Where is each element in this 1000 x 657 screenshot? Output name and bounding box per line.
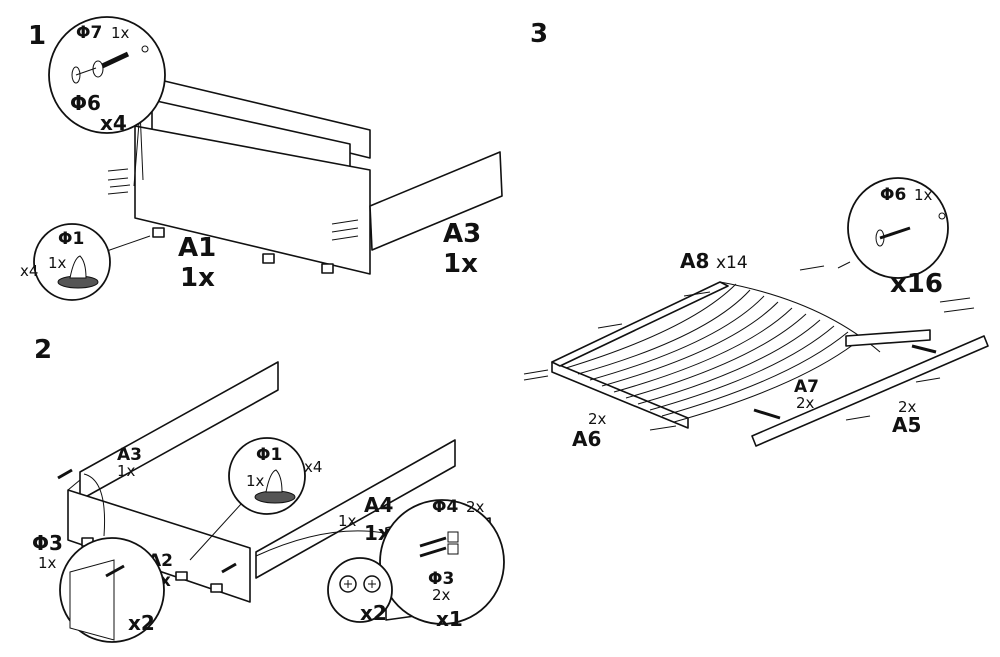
cam-screw-icon xyxy=(69,559,125,641)
pad-part-code: Φ1 xyxy=(58,229,84,249)
part-a3-code: A3 xyxy=(443,219,481,249)
foot-board-a2 xyxy=(67,489,251,603)
bolt-detail-circle xyxy=(379,499,505,625)
bolt-part-qty: 2x xyxy=(466,498,485,516)
dowel-icon xyxy=(71,66,97,84)
cam2-part-code: Φ3 xyxy=(428,569,454,589)
step-number: 2 xyxy=(34,335,52,365)
cam-part-code: Φ3 xyxy=(32,531,63,555)
dowel-part-code: Φ6 xyxy=(70,91,101,115)
a6-code: A6 xyxy=(572,427,601,451)
step-2: 2 A3 1x Φ1 1x x4 xyxy=(32,335,505,643)
a4-small-qty: 1x xyxy=(338,512,357,530)
left-detail-count: x2 xyxy=(128,611,155,635)
side-rail-a4 xyxy=(255,439,456,579)
pad-count: x4 xyxy=(20,262,38,280)
slat-code: A8 xyxy=(680,249,709,273)
dowel-icon xyxy=(875,212,946,247)
a5-qty: 2x xyxy=(898,398,917,416)
slat-qty: x14 xyxy=(716,253,748,273)
a3-code: A3 xyxy=(117,445,142,465)
pad-part-code: Φ1 xyxy=(256,445,282,465)
side-rail-a6 xyxy=(551,361,689,429)
a4-code: A4 xyxy=(364,493,393,517)
a7-code: A7 xyxy=(794,377,819,397)
panel-feet xyxy=(152,227,334,274)
step-1: 1 xyxy=(20,16,503,301)
cam-lock-icon xyxy=(339,575,381,593)
dowel-detail-circle xyxy=(847,177,949,279)
pad-part-qty: 1x xyxy=(48,254,67,272)
pad-count: x4 xyxy=(304,458,322,476)
felt-pad-icon xyxy=(57,255,99,289)
slats-a8 xyxy=(565,281,881,423)
part-a3-qty: 1x xyxy=(443,249,478,279)
end-detail-count: x1 xyxy=(436,607,463,631)
arrow-icon xyxy=(753,408,781,420)
step-number: 1 xyxy=(28,21,46,51)
a5-code: A5 xyxy=(892,413,921,437)
screw-part-code: Φ7 xyxy=(76,23,102,43)
frame-back xyxy=(551,281,729,367)
bolt-part-code: Φ4 xyxy=(432,497,458,517)
dowel-pins-right xyxy=(331,219,359,241)
felt-pad-icon xyxy=(254,469,296,504)
dowel-pins-left xyxy=(107,168,131,195)
arrow-icon xyxy=(221,562,237,574)
hardware-detail-circle xyxy=(48,16,166,134)
cam-detail-circle xyxy=(327,557,393,623)
a7-qty: 2x xyxy=(796,394,815,412)
bolt-icon xyxy=(419,531,459,558)
step-3: 3 xyxy=(523,19,989,451)
slat-end xyxy=(845,329,931,347)
cam-part-qty: 1x xyxy=(38,554,57,572)
screw-icon xyxy=(92,45,149,78)
dowel-part-code: Φ6 xyxy=(880,185,906,205)
screw-part-qty: 1x xyxy=(111,24,130,42)
dowel-part-qty: x4 xyxy=(100,111,127,135)
side-rail-a3 xyxy=(79,361,279,501)
dowel-pins xyxy=(523,265,975,431)
front-rail-a5 xyxy=(751,335,989,447)
arrow-icon xyxy=(911,344,937,354)
dowel-count: x16 xyxy=(890,269,943,299)
a3-qty: 1x xyxy=(117,462,136,480)
part-a1-code: A1 xyxy=(178,233,216,263)
arrow-icon xyxy=(57,468,73,480)
dowel-part-qty: 1x xyxy=(914,186,933,204)
step-number: 3 xyxy=(530,19,548,49)
a6-qty: 2x xyxy=(588,410,607,428)
pad-part-qty: 1x xyxy=(246,472,265,490)
side-rail xyxy=(369,151,503,251)
cam-detail-count: x2 xyxy=(360,601,387,625)
part-a1-qty: 1x xyxy=(180,263,215,293)
cam2-part-qty: 2x xyxy=(432,586,451,604)
